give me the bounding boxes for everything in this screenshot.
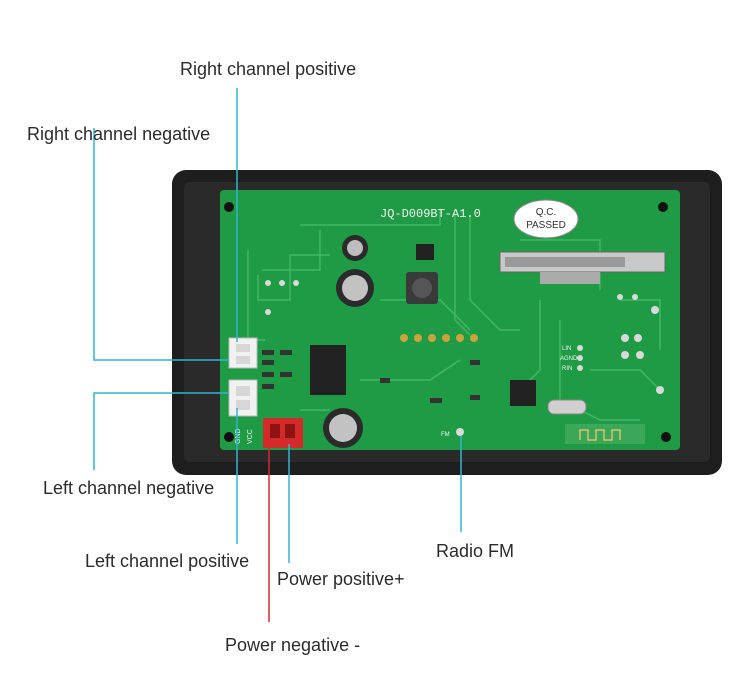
pads [265, 280, 664, 394]
power-connector [263, 418, 303, 448]
screw-holes [224, 202, 671, 442]
inductor [406, 272, 438, 304]
qc-sticker: Q.C. PASSED [513, 199, 579, 239]
label-power-positive: Power positive+ [277, 569, 405, 589]
svg-text:AGND: AGND [560, 356, 578, 362]
ic-bluetooth [510, 380, 536, 406]
leader-lines [93, 88, 238, 544]
pcb-board [220, 190, 680, 450]
capacitor-mid [336, 269, 374, 307]
label-power-negative: Power negative - [225, 635, 361, 655]
svg-text:LIN: LIN [562, 346, 571, 352]
header-pins [400, 334, 478, 342]
label-right-channel-positive: Right channel positive [180, 59, 357, 79]
ic-small [416, 244, 434, 260]
label-left-channel-negative: Left channel negative [43, 478, 215, 498]
svg-text:VCC: VCC [247, 429, 254, 444]
sd-card-slot [499, 251, 666, 284]
svg-text:Q.C.: Q.C. [536, 207, 557, 218]
speaker-connector-left [228, 379, 258, 417]
pcb-antenna [565, 424, 645, 444]
line-in-pins: LIN AGND RIN [560, 345, 583, 372]
leader-lines-power-pos [288, 436, 462, 563]
label-right-channel-negative: Right channel negative [27, 124, 211, 144]
label-radio-fm: Radio FM [436, 541, 515, 561]
speaker-connector-right [228, 337, 258, 369]
ic-amplifier [310, 345, 346, 395]
leader-right-negative [93, 128, 229, 361]
capacitor-bottom [323, 408, 363, 448]
leader-left-negative [93, 392, 229, 470]
label-left-channel-positive: Left channel positive [85, 551, 250, 571]
svg-text:RIN: RIN [562, 366, 572, 372]
svg-text:FM: FM [441, 432, 450, 438]
smd-resistors [262, 350, 480, 403]
fm-pad [456, 428, 464, 436]
board-model-silk: JQ-D009BT-A1.0 [380, 207, 481, 221]
capacitor-top [342, 235, 368, 261]
crystal [547, 399, 587, 415]
svg-text:PASSED: PASSED [526, 220, 566, 231]
svg-text:GND: GND [235, 428, 242, 444]
